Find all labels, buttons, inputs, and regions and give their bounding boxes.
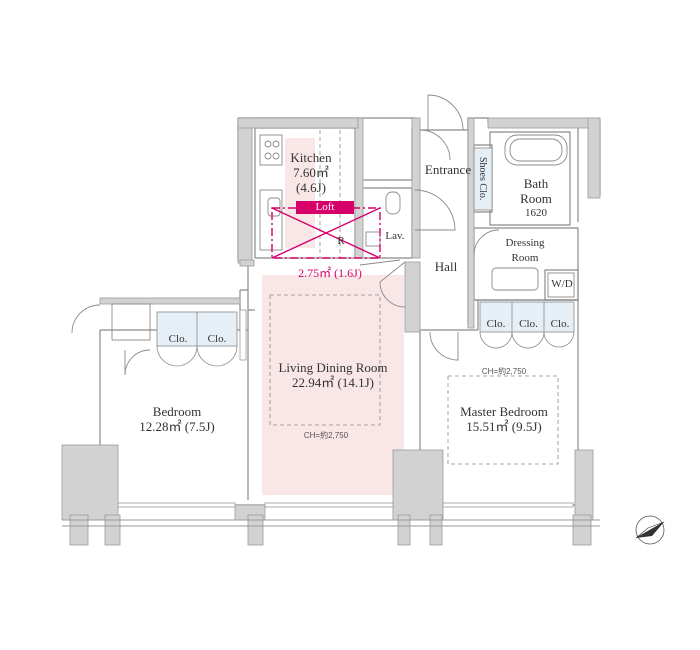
- loft-mark: R: [337, 235, 345, 247]
- loft-tag: Loft: [296, 201, 354, 214]
- bedroom-area: 12.28㎡ (7.5J): [139, 419, 215, 434]
- north-arrow-icon: [635, 515, 665, 545]
- master-name: Master Bedroom: [460, 404, 548, 419]
- bath-line1: Bath: [523, 176, 549, 191]
- dressing-line2: Room: [511, 252, 539, 264]
- master-closet-1: Clo.: [486, 318, 506, 330]
- loft-area: 2.75㎡ (1.6J): [298, 266, 362, 280]
- door-swings: [71, 94, 500, 376]
- living-name: Living Dining Room: [278, 360, 388, 375]
- wd-label: W/D: [551, 278, 573, 290]
- living-label: Living Dining Room 22.94㎡ (14.1J): [256, 360, 410, 390]
- master-label: Master Bedroom 15.51㎡ (9.5J): [445, 404, 563, 434]
- kitchen-floor-highlight: [285, 138, 315, 248]
- entrance-label: Entrance: [424, 162, 472, 177]
- bath-size: 1620: [525, 207, 547, 219]
- kitchen-tatami: (4.6J): [296, 180, 326, 195]
- hall-label: Hall: [434, 259, 458, 274]
- kitchen-area: 7.60㎡: [293, 165, 329, 180]
- bedroom-closet-2: Clo.: [207, 333, 227, 345]
- lav-label: Lav.: [385, 230, 405, 242]
- master-closet-3: Clo.: [550, 318, 570, 330]
- dressing-line1: Dressing: [505, 237, 545, 249]
- master-area: 15.51㎡ (9.5J): [466, 419, 542, 434]
- kitchen-label: Kitchen 7.60㎡ (4.6J): [282, 150, 340, 195]
- closet-doors: [156, 302, 575, 367]
- fixtures: [111, 134, 575, 341]
- shoes-closet-label: Shoes Clo.: [477, 157, 488, 201]
- dressing-label: Dressing Room: [494, 236, 556, 266]
- master-closet-2: Clo.: [519, 318, 538, 330]
- bath-label: Bath Room 1620: [510, 176, 562, 221]
- living-ceiling-height: CH=約2,750: [303, 431, 349, 440]
- ceiling-outlines: [269, 130, 559, 465]
- kitchen-name: Kitchen: [290, 150, 332, 165]
- bedroom-closet-1: Clo.: [168, 333, 188, 345]
- living-area: 22.94㎡ (14.1J): [292, 375, 374, 390]
- bedroom-label: Bedroom 12.28㎡ (7.5J): [118, 404, 236, 434]
- master-ceiling-height: CH=約2,750: [481, 367, 527, 376]
- bath-line2: Room: [520, 191, 552, 206]
- windows: [117, 309, 574, 508]
- bedroom-name: Bedroom: [152, 404, 202, 419]
- balcony-rail: [62, 519, 600, 527]
